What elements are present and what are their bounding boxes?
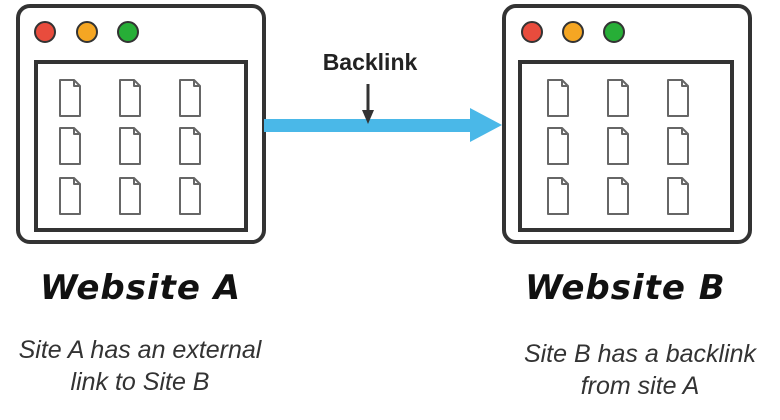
website-a-title: Website A — [40, 268, 242, 308]
caption-line: Site B has a backlink — [523, 340, 757, 368]
page-icon — [667, 79, 689, 117]
down-arrow-icon — [362, 84, 374, 124]
close-button-icon — [34, 21, 56, 43]
website-b-caption: Site B has a backlink from site A — [500, 338, 780, 402]
backlink-arrow — [264, 108, 502, 142]
page-icon — [179, 177, 201, 215]
minimize-button-icon — [76, 21, 98, 43]
minimize-button-icon — [562, 21, 584, 43]
caption-line: Site A has an external — [18, 336, 262, 364]
website-b-page-grid — [547, 79, 689, 215]
page-icon — [59, 127, 81, 165]
page-icon — [667, 177, 689, 215]
website-b-title: Website B — [525, 268, 726, 308]
page-icon — [667, 127, 689, 165]
page-icon — [119, 79, 141, 117]
page-icon — [179, 79, 201, 117]
backlink-diagram: Backlink — [16, 4, 752, 244]
caption-line: from site A — [580, 372, 700, 400]
arrow-shaft — [264, 119, 472, 132]
website-b-window — [502, 4, 752, 244]
maximize-button-icon — [603, 21, 625, 43]
arrow-head-icon — [470, 108, 502, 142]
website-a-caption: Site A has an external link to Site B — [0, 334, 280, 398]
page-icon — [119, 127, 141, 165]
close-button-icon — [521, 21, 543, 43]
page-icon — [119, 177, 141, 215]
page-icon — [59, 79, 81, 117]
page-icon — [607, 127, 629, 165]
page-icon — [179, 127, 201, 165]
backlink-label: Backlink — [323, 49, 418, 75]
page-icon — [547, 127, 569, 165]
page-icon — [547, 177, 569, 215]
caption-line: link to Site B — [70, 368, 210, 396]
maximize-button-icon — [117, 21, 139, 43]
page-icon — [59, 177, 81, 215]
page-icon — [547, 79, 569, 117]
website-a-page-grid — [59, 79, 201, 215]
website-a-window — [16, 4, 266, 244]
page-icon — [607, 177, 629, 215]
page-icon — [607, 79, 629, 117]
